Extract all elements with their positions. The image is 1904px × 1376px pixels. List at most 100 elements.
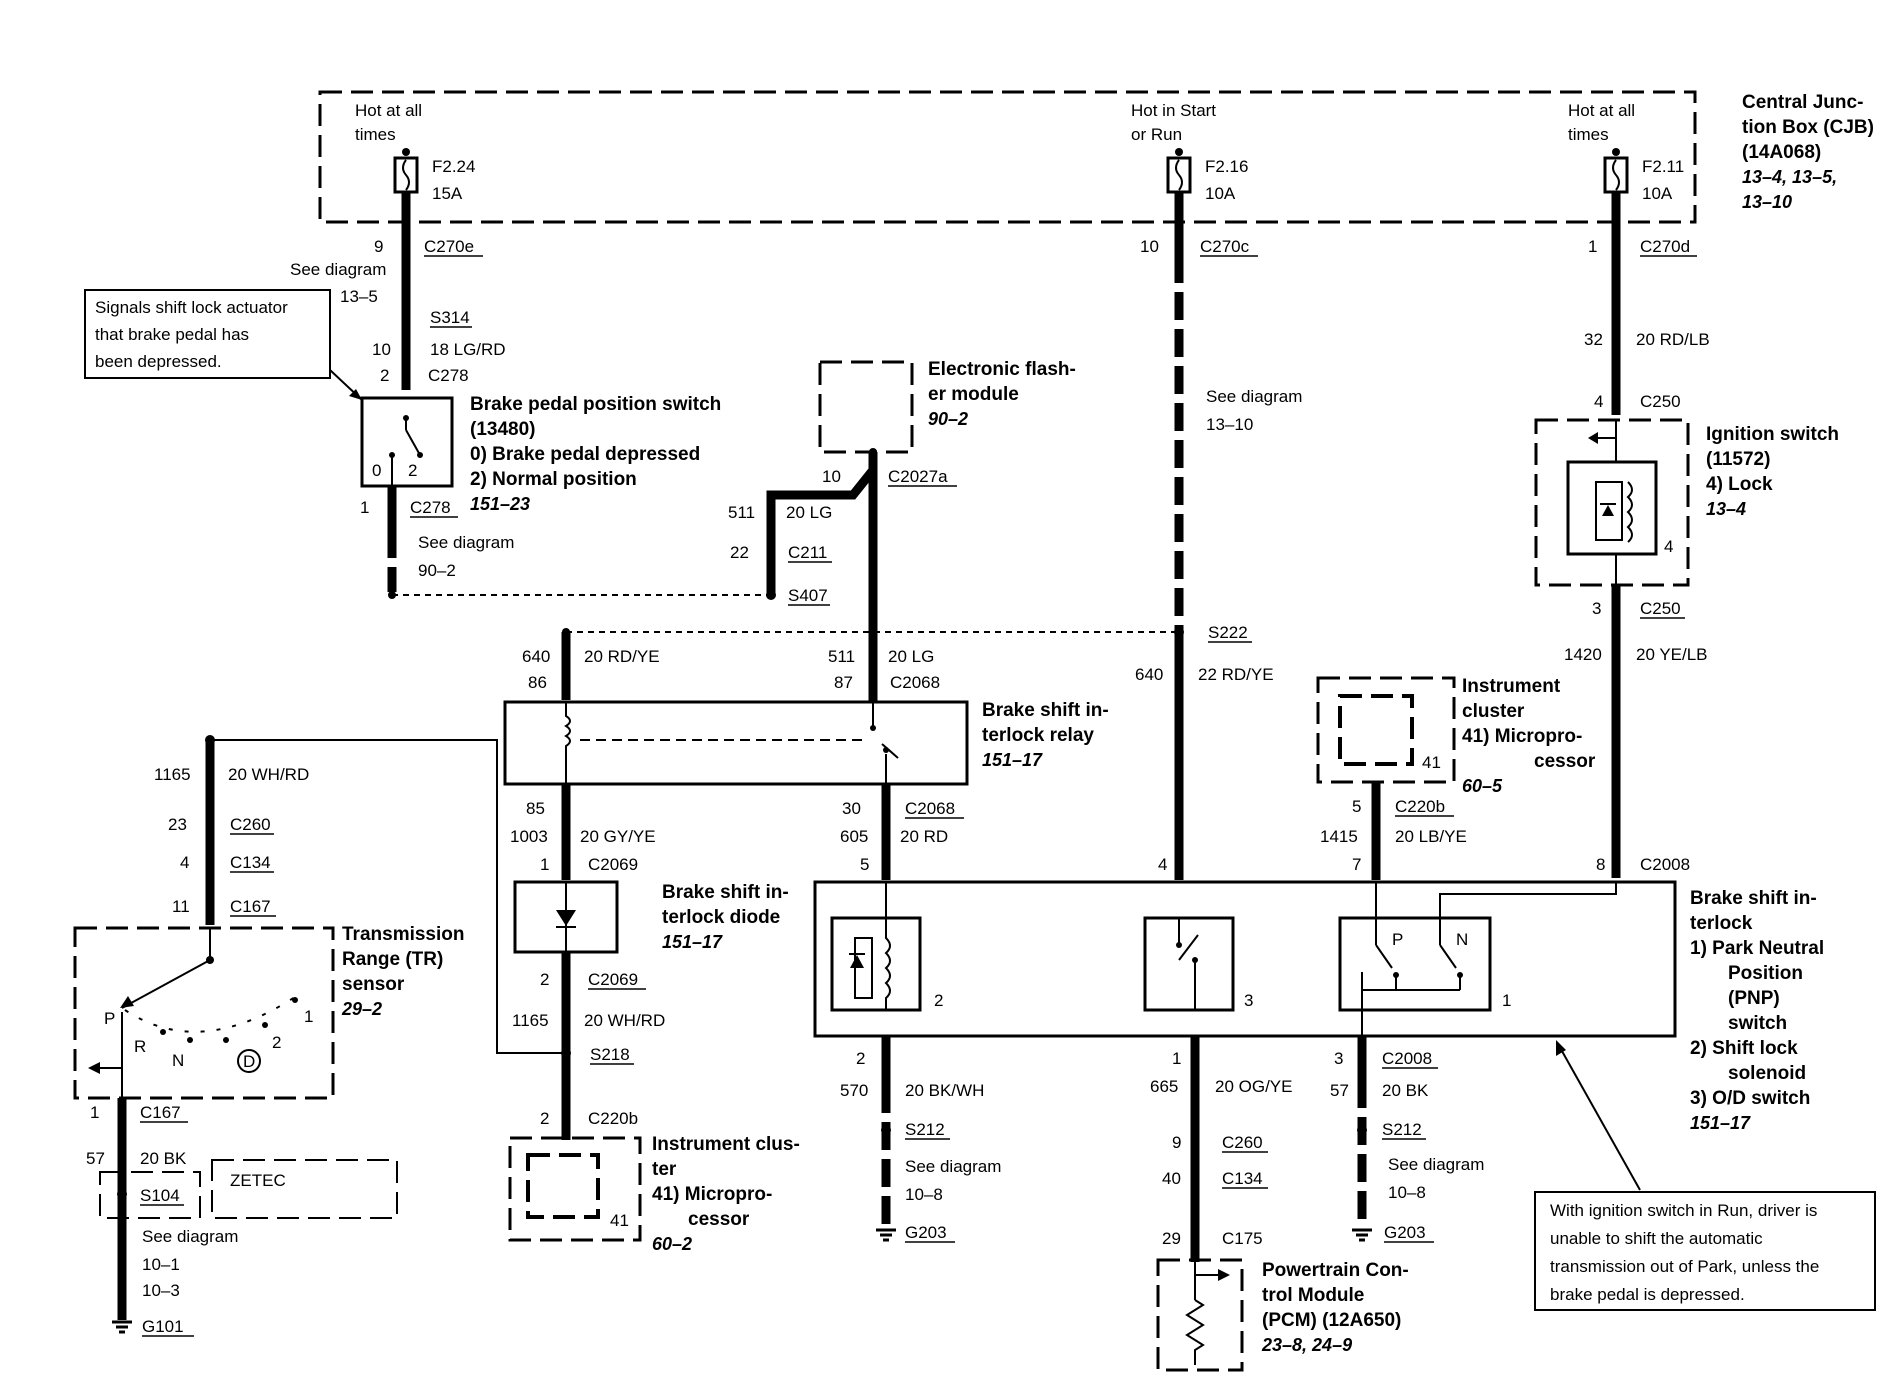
fuse-f211-amp: 10A xyxy=(1642,184,1673,203)
ic-pin-41: 41 xyxy=(1422,753,1441,772)
pin-9: 9 xyxy=(374,237,383,256)
ground-icon xyxy=(112,1320,132,1334)
connector-c2027a: C2027a xyxy=(888,467,948,486)
pcm-name: Powertrain Con- xyxy=(1262,1260,1409,1281)
powertrain-control-module xyxy=(1156,1258,1244,1372)
tr-pos-r: R xyxy=(134,1037,146,1056)
pin-40: 40 xyxy=(1162,1169,1181,1188)
connector-c134: C134 xyxy=(230,853,271,872)
cjb-hot-label-3b: times xyxy=(1568,125,1609,144)
electronic-flasher-module xyxy=(818,360,914,454)
ic-left-name-2: ter xyxy=(652,1159,677,1180)
connector-c2069: C2069 xyxy=(588,855,638,874)
tr-name-2: Range (TR) xyxy=(342,949,443,970)
pin-9: 9 xyxy=(1172,1133,1181,1152)
connector-c250: C250 xyxy=(1640,392,1681,411)
circuit-640: 640 xyxy=(1135,665,1163,684)
pin-29: 29 xyxy=(1162,1229,1181,1248)
connector-c2069b: C2069 xyxy=(588,970,638,989)
see-diagram-label: See diagram xyxy=(290,260,386,279)
relay-name: Brake shift in- xyxy=(982,700,1109,721)
callout-text: With ignition switch in Run, driver is xyxy=(1550,1201,1817,1220)
wire-gauge: 20 RD/YE xyxy=(584,647,660,666)
pcm-name-2: trol Module xyxy=(1262,1285,1364,1306)
fuse-icon xyxy=(1166,148,1192,194)
splice-s212b: S212 xyxy=(1382,1120,1422,1139)
pin-4: 4 xyxy=(180,853,189,872)
ground-g203b: G203 xyxy=(1384,1223,1426,1242)
ic-right-name-2: cluster xyxy=(1462,701,1525,722)
ground-icon xyxy=(876,1228,896,1242)
connector-c2068: C2068 xyxy=(890,673,940,692)
connector-c134: C134 xyxy=(1222,1169,1263,1188)
pcm-part: (PCM) (12A650) xyxy=(1262,1310,1401,1331)
bsi-sw-3: 3 xyxy=(1244,991,1253,1010)
pin-85: 85 xyxy=(526,799,545,818)
callout-text: transmission out of Park, unless the xyxy=(1550,1257,1819,1276)
circuit-640: 640 xyxy=(522,647,550,666)
pin-8: 8 xyxy=(1596,855,1605,874)
fuse-f216: F2.16 xyxy=(1205,157,1248,176)
connector-c167: C167 xyxy=(230,897,271,916)
bsi-ref: 151–17 xyxy=(1690,1113,1751,1133)
cjb-box xyxy=(318,90,1697,224)
bpps-name: Brake pedal position switch xyxy=(470,394,721,415)
cjb-ref: 13–4, 13–5, xyxy=(1742,167,1837,187)
circuit-10: 10 xyxy=(372,340,391,359)
callout-text: that brake pedal has xyxy=(95,325,249,344)
pcm-ref: 23–8, 24–9 xyxy=(1261,1335,1352,1355)
instrument-cluster-right xyxy=(1316,676,1456,784)
relay-name-2: terlock relay xyxy=(982,725,1094,746)
transmission-range-sensor xyxy=(73,926,335,1100)
connector-c2068b: C2068 xyxy=(905,799,955,818)
cjb-hot-label-1: Hot at all xyxy=(355,101,422,120)
ic-right-ref: 60–5 xyxy=(1462,776,1503,796)
circuit-1165: 1165 xyxy=(154,765,191,784)
connector-c2008: C2008 xyxy=(1640,855,1690,874)
pin-2: 2 xyxy=(540,970,549,989)
ic-right-item: 41) Micropro- xyxy=(1462,726,1582,747)
fuse-f224: F2.24 xyxy=(432,157,475,176)
callout-text: unable to shift the automatic xyxy=(1550,1229,1763,1248)
zetec-label: ZETEC xyxy=(230,1171,286,1190)
connector-c270d: C270d xyxy=(1640,237,1690,256)
connector-c175: C175 xyxy=(1222,1229,1263,1248)
bsi-item-1c: (PNP) xyxy=(1728,988,1780,1009)
cjb-part: (14A068) xyxy=(1742,142,1821,163)
fuse-icon xyxy=(393,148,419,194)
connector-c260: C260 xyxy=(230,815,271,834)
splice-s314: S314 xyxy=(430,308,470,327)
see-diagram-ref: 13–10 xyxy=(1206,415,1253,434)
connector-c270e: C270e xyxy=(424,237,474,256)
brake-shift-interlock-relay xyxy=(503,700,969,786)
pin-86: 86 xyxy=(528,673,547,692)
ic-left-item: 41) Micropro- xyxy=(652,1184,772,1205)
see-diagram-ref: 10–8 xyxy=(1388,1183,1426,1202)
ground-g101: G101 xyxy=(142,1317,184,1336)
diode-name-2: terlock diode xyxy=(662,907,780,928)
callout-arrow xyxy=(1557,1043,1641,1191)
pin-5: 5 xyxy=(1352,797,1361,816)
pin-1: 1 xyxy=(360,498,369,517)
bsi-name: Brake shift in- xyxy=(1690,888,1817,909)
splice-s104: S104 xyxy=(140,1186,180,1205)
see-diagram-label: See diagram xyxy=(418,533,514,552)
connector-c260: C260 xyxy=(1222,1133,1263,1152)
bpps-pos0: 0) Brake pedal depressed xyxy=(470,444,700,465)
ground-icon xyxy=(1352,1228,1372,1242)
cjb-name-2: tion Box (CJB) xyxy=(1742,117,1874,138)
connector-c211: C211 xyxy=(788,543,827,562)
connector-c250b: C250 xyxy=(1640,599,1681,618)
tr-pos-1: 1 xyxy=(304,1007,313,1026)
wire-gauge: 20 RD/LB xyxy=(1636,330,1710,349)
splice-s407: S407 xyxy=(788,586,828,605)
ignition-part: (11572) xyxy=(1706,449,1770,470)
see-diagram-label: See diagram xyxy=(1388,1155,1484,1174)
flasher-name: Electronic flash- xyxy=(928,359,1076,380)
bpps-part: (13480) xyxy=(470,419,536,440)
connector-c270c: C270c xyxy=(1200,237,1250,256)
wire-gauge: 20 WH/RD xyxy=(228,765,309,784)
fuse-f211: F2.11 xyxy=(1642,157,1684,176)
ic-pin-41: 41 xyxy=(610,1211,629,1230)
bsi-item-2: 2) Shift lock xyxy=(1690,1038,1798,1059)
